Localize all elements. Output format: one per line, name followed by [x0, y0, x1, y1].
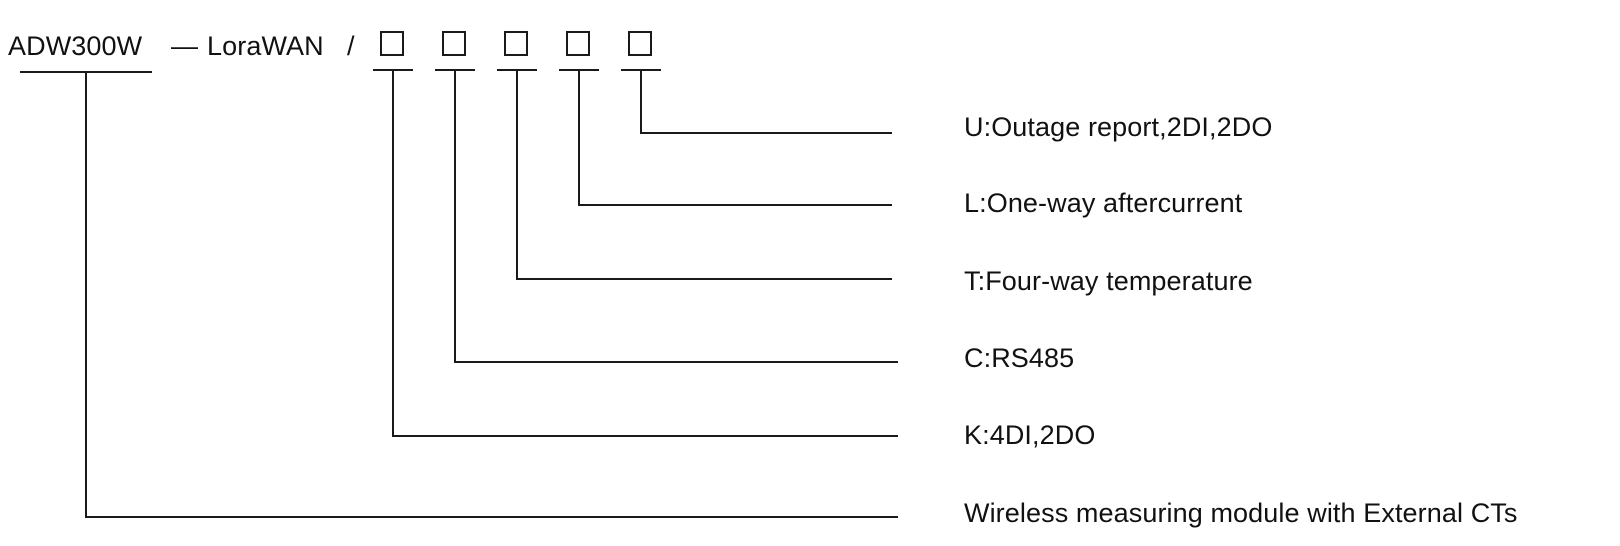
model-separator: —: [171, 31, 199, 61]
option-box-1: [380, 31, 404, 56]
option-box-5: [628, 31, 652, 56]
option-desc-u: U:Outage report,2DI,2DO: [964, 112, 1273, 142]
option-desc-l: L:One-way aftercurrent: [964, 188, 1243, 218]
option-desc-k: K:4DI,2DO: [964, 420, 1096, 450]
model-protocol-label: LoraWAN: [207, 31, 324, 61]
option-desc-t: T:Four-way temperature: [964, 266, 1253, 296]
option-box-2: [442, 31, 466, 56]
model-base-label: ADW300W: [8, 31, 143, 61]
model-slash: /: [347, 31, 355, 61]
option-box-3: [504, 31, 528, 56]
option-box-4: [566, 31, 590, 56]
base-description: Wireless measuring module with External …: [964, 498, 1518, 528]
option-desc-c: C:RS485: [964, 343, 1075, 373]
